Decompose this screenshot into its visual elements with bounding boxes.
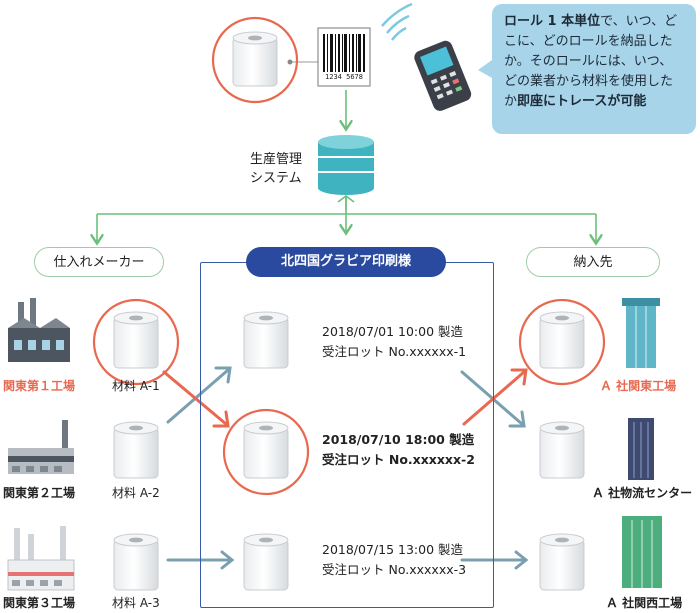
system-label-line2: システム [250,171,302,186]
section-printer: 北四国グラビア印刷様 [246,247,446,277]
lot-date-3: 2018/07/15 13:00 製造 [322,542,464,557]
destination-label-3: Ａ 社関西工場 [606,596,683,610]
factory-icon-2 [8,420,74,474]
delivered-roll-3 [539,533,585,591]
building-icon-1 [622,298,660,368]
factory-label-2: 関東第２工場 [3,486,76,500]
top-roll [211,16,299,104]
destination-label-2: Ａ 社物流センター [592,486,693,500]
callout-emph-2: 即座にトレース [517,94,608,109]
material-roll-3 [113,533,159,591]
scanner-icon [381,2,472,111]
material-label-2: 材料 A-2 [112,486,160,500]
building-icon-3 [622,516,662,588]
database-icon [318,135,374,195]
delivered-roll-2 [539,421,585,479]
destination-label-1: Ａ 社関東工場 [600,379,677,393]
lot-info-3: 2018/07/15 13:00 製造 受注ロット No.xxxxxx-3 [322,540,466,580]
material-label-3: 材料 A-3 [112,596,160,610]
printed-roll-3 [243,533,289,591]
callout-text-1: で、いつ、どこに、どのロールを納品したか。そのロールには、いつ、どの業者から材料… [504,14,678,109]
material-label-1: 材料 A-1 [112,379,160,393]
printed-roll-2 [222,408,310,496]
factory-label-3: 関東第３工場 [3,596,76,610]
callout-emph-1: ロール 1 本単位 [504,14,601,29]
callout-text-2: が可能 [607,94,647,109]
roll-icons [92,298,606,591]
trace-arrows [162,368,528,428]
section-delivery: 納入先 [526,247,660,277]
building-icon-2 [628,418,654,480]
lot-number-2: 受注ロット No.xxxxxx-2 [322,452,475,467]
factory-icon-1 [8,298,70,362]
system-label-line1: 生産管理 [250,152,303,167]
material-roll-2 [113,421,159,479]
material-roll-1 [92,298,180,386]
system-label: 生産管理 システム [250,150,302,188]
info-callout: ロール 1 本単位で、いつ、どこに、どのロールを納品したか。そのロールには、いつ… [492,4,696,134]
lot-date-1: 2018/07/01 10:00 製造 [322,324,464,339]
lot-info-2: 2018/07/10 18:00 製造 受注ロット No.xxxxxx-2 [322,430,475,470]
lot-info-1: 2018/07/01 10:00 製造 受注ロット No.xxxxxx-1 [322,322,466,362]
factory-label-1: 関東第１工場 [3,379,76,393]
callout-pointer [478,60,492,78]
printed-roll-1 [243,311,289,369]
lot-number-3: 受注ロット No.xxxxxx-3 [322,562,467,577]
connector-dot [287,59,293,65]
lot-number-1: 受注ロット No.xxxxxx-1 [322,344,467,359]
barcode-digits: 1234 5678 [320,73,368,82]
factory-icon-3 [7,526,75,591]
system-links [97,61,596,242]
section-supplier: 仕入れメーカー [34,247,164,277]
delivered-roll-1 [518,298,606,386]
lot-date-2: 2018/07/10 18:00 製造 [322,432,475,447]
